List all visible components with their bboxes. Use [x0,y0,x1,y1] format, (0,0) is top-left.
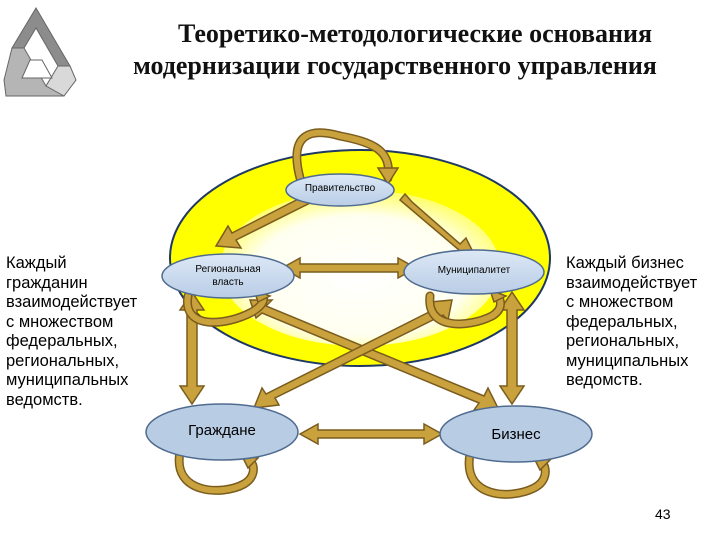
arrow-gov-regional [214,193,314,249]
business-description: Каждый бизнес взаимодействует с множеств… [566,254,698,389]
node-business [439,405,593,463]
citizen-description: Каждый гражданин взаимодействует с множе… [6,254,138,409]
title-line-1: Теоретико-методологические основания [177,19,653,48]
arrow-citizens-business [298,422,444,446]
title-line-2: модернизации государственного управления [133,51,657,80]
arrow-municipal-business [498,290,526,406]
label-regional: Региональная власть [195,264,261,288]
node-government [285,173,395,207]
label-government: Правительство [304,183,376,194]
page-number: 43 [655,506,671,522]
node-regional [161,253,295,299]
label-citizens: Граждане [188,422,256,439]
label-municipal: Муниципалитет [437,265,511,276]
node-citizens [145,403,299,461]
page-title: Теоретико-методологические основания мод… [80,18,710,82]
label-business: Бизнес [491,426,541,443]
node-municipal [403,249,545,295]
